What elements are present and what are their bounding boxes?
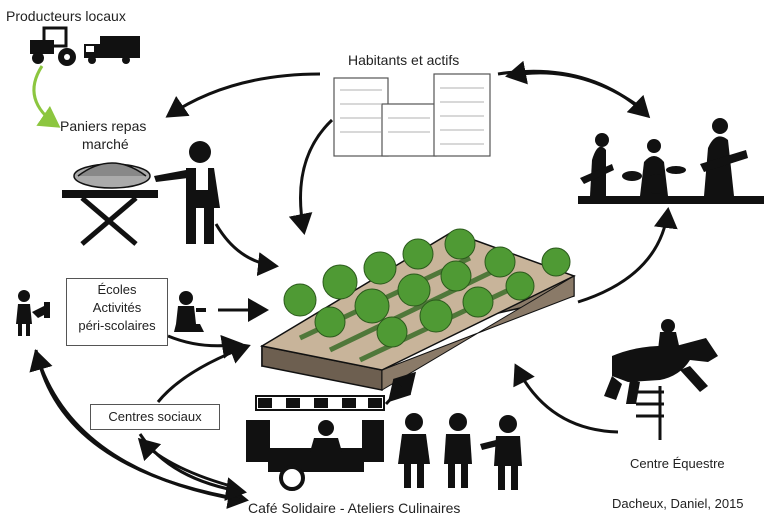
urban-farm-plot-icon bbox=[259, 228, 576, 391]
vendor-person-icon bbox=[154, 141, 220, 244]
habitants-label: Habitants et actifs bbox=[348, 52, 460, 68]
arrow-vendor-to-farm bbox=[214, 223, 279, 277]
arrow-centres-to-farm bbox=[156, 341, 251, 403]
apartment-buildings-icon bbox=[333, 73, 491, 157]
paniers-label-line2: marché bbox=[82, 136, 129, 152]
ecoles-line1: Écoles bbox=[97, 282, 137, 297]
paniers-label-line1: Paniers repas bbox=[60, 118, 147, 134]
arrow-cafe-to-centres bbox=[137, 437, 239, 490]
centres-sociaux-box: Centres sociaux bbox=[90, 404, 220, 430]
credit-label: Dacheux, Daniel, 2015 bbox=[612, 496, 744, 511]
arrow-ecoles-down bbox=[167, 334, 243, 359]
people-group-icon bbox=[398, 413, 522, 490]
child-gardening-icon bbox=[16, 290, 50, 336]
centres-sociaux-label: Centres sociaux bbox=[108, 409, 202, 424]
centre-equestre-label: Centre Équestre bbox=[630, 456, 725, 471]
arrow-habitants-to-farm bbox=[288, 118, 334, 235]
cafe-label: Café Solidaire - Ateliers Culinaires bbox=[248, 500, 461, 516]
ecoles-box: Écoles Activités péri-scolaires bbox=[66, 278, 168, 346]
arrow-habitants-to-paniers bbox=[165, 72, 321, 118]
arrow-centres-to-cafe bbox=[138, 433, 247, 501]
arrow-farm-to-concert bbox=[577, 207, 678, 304]
child-kneeling-icon bbox=[174, 291, 206, 332]
truck-icon bbox=[84, 36, 140, 64]
flow-arrows bbox=[29, 60, 678, 509]
concert-band-icon bbox=[578, 118, 764, 204]
arrow-equestre-to-farm bbox=[513, 363, 619, 434]
ecoles-line2: Activités bbox=[92, 300, 142, 315]
producteurs-label: Producteurs locaux bbox=[6, 8, 126, 24]
arrow-cafe-to-schools bbox=[29, 349, 241, 502]
supply-arrow bbox=[32, 65, 61, 128]
food-truck-icon bbox=[246, 395, 385, 491]
arrow-farm-to-cafe bbox=[387, 372, 416, 403]
arrow-concert-to-habitants bbox=[505, 60, 645, 112]
ecoles-line3: péri-scolaires bbox=[78, 318, 156, 333]
horse-jumper-icon bbox=[604, 319, 718, 440]
tractor-icon bbox=[30, 26, 76, 66]
arrow-habitants-to-concert bbox=[497, 69, 651, 119]
market-stall-icon bbox=[62, 162, 158, 246]
